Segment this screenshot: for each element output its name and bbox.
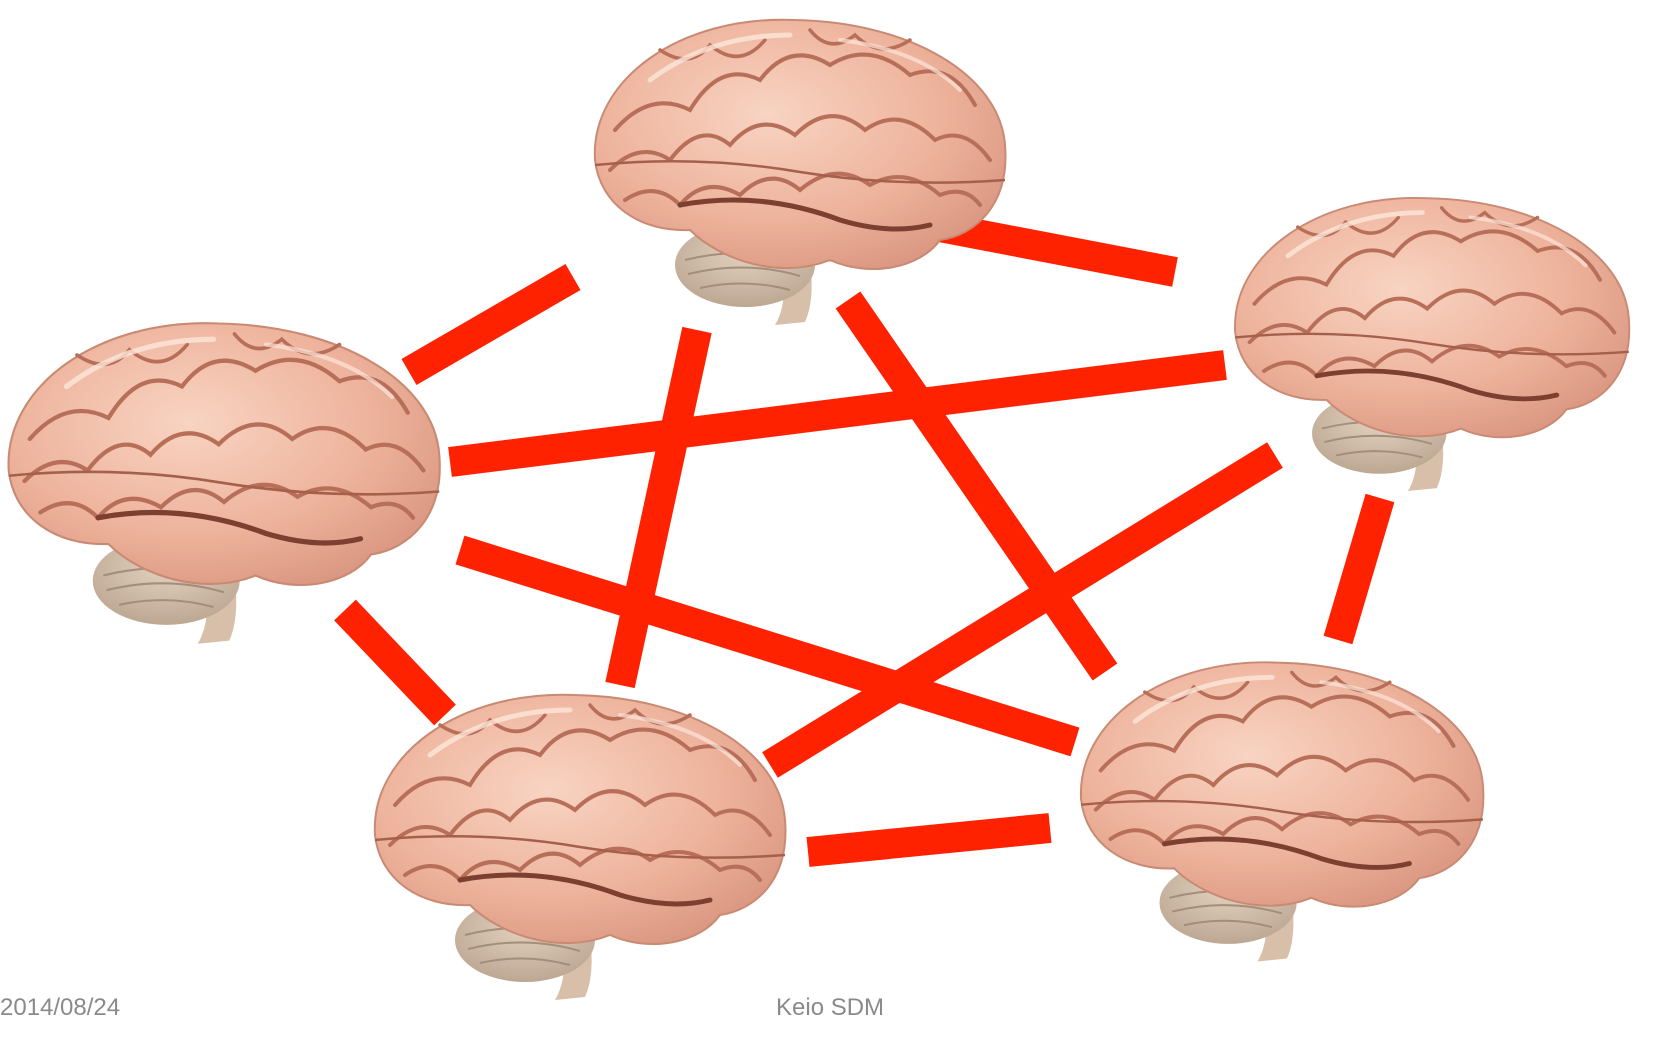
brain-icon: [595, 20, 1006, 325]
link-bottom: [808, 828, 1050, 852]
link-left-right: [450, 365, 1225, 462]
brain-icon: [9, 323, 440, 644]
brain-icon: [375, 695, 786, 1000]
link-left-bottom-left: [345, 610, 445, 715]
brain-icon: [1081, 662, 1483, 961]
link-top-right: [940, 227, 1175, 272]
footer-organization: Keio SDM: [776, 994, 884, 1022]
footer-date: 2014/08/24: [0, 994, 120, 1022]
link-top-bottom-right: [848, 300, 1105, 672]
brain-icon: [1235, 198, 1629, 491]
link-right-bottom-right: [1338, 498, 1380, 640]
link-top-left: [409, 277, 573, 372]
